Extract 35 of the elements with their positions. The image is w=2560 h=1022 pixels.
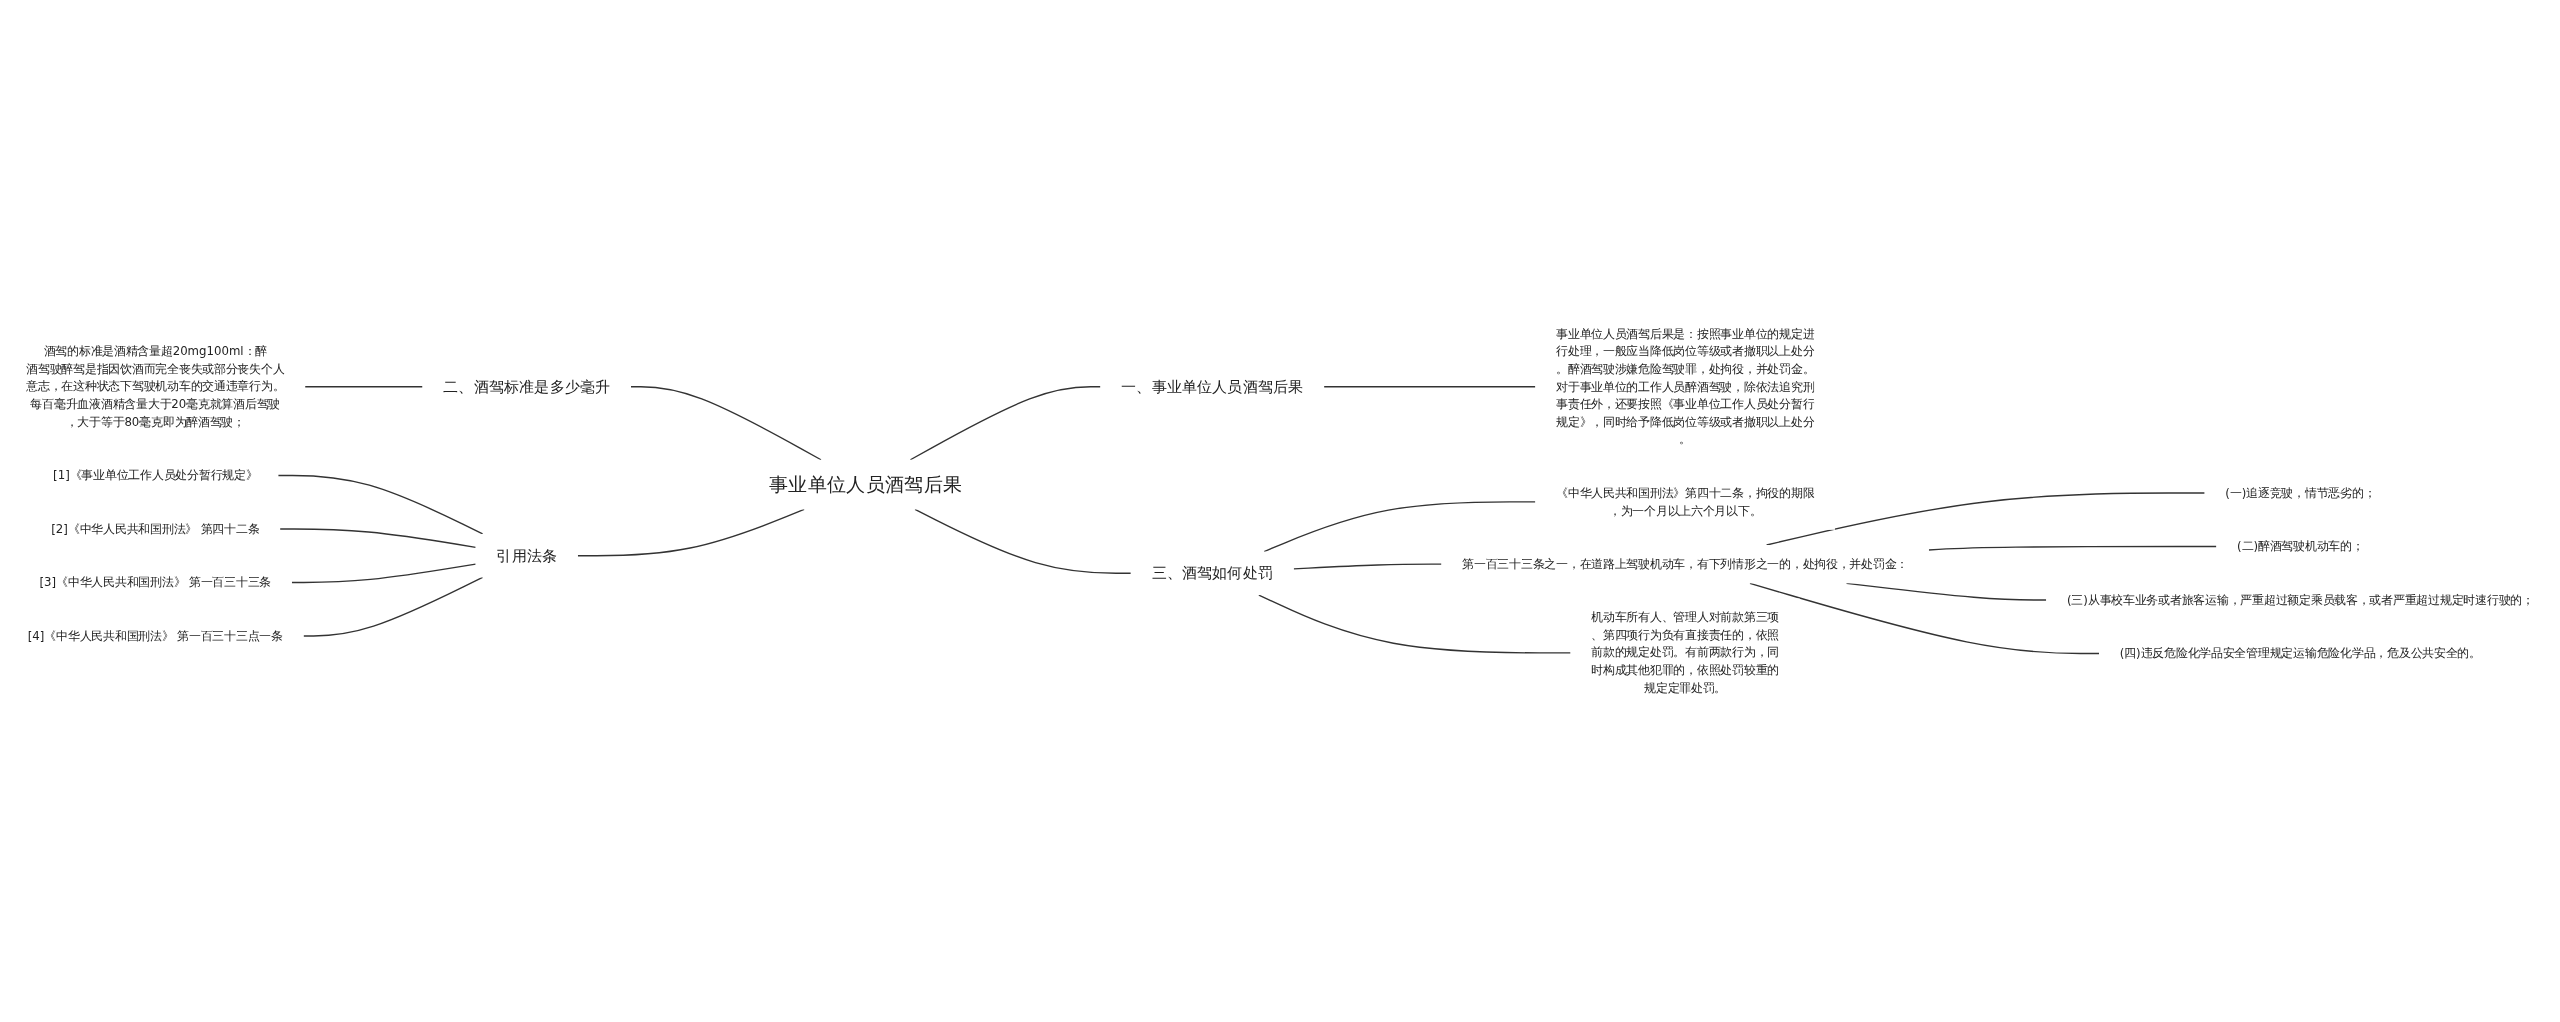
node-text: (一)追逐竞驶，情节恶劣的；	[2225, 485, 2376, 500]
node-text: [3]《中华人民共和国刑法》 第一百三十三条	[39, 575, 272, 589]
node-text: 第一百三十三条之一，在道路上驾驶机动车，有下列情形之一的，处拘役，并处罚金：	[1462, 556, 1909, 571]
connector	[1749, 582, 2100, 655]
node-text: 机动车所有人、管理人对前款第三项、第四项行为负有直接责任的，依照前款的规定处罚。有前两款行为，同时构成其他犯罪的，依照处罚较重的规定定罪处罚。	[1591, 610, 1780, 695]
node-text: 引用法条	[496, 547, 558, 565]
node-text: (三)从事校车业务或者旅客运输，严重超过额定乘员载客，或者严重超过规定时速行驶的；	[2066, 592, 2534, 607]
connector	[304, 386, 424, 388]
connector	[277, 474, 484, 535]
node-text: 二、酒驾标准是多少毫升	[443, 378, 611, 396]
connector	[909, 386, 1102, 461]
node-text: 三、酒驾如何处罚	[1151, 564, 1273, 582]
connector	[1845, 582, 2047, 601]
connector	[1323, 386, 1537, 388]
connector	[1263, 501, 1537, 553]
connector	[302, 576, 484, 637]
node-text: (二)醉酒驾驶机动车的；	[2237, 539, 2364, 553]
node-text: [4]《中华人民共和国刑法》 第一百三十三点一条	[27, 628, 283, 643]
connector	[1293, 563, 1443, 570]
node-text: (四)违反危险化学品安全管理规定运输危险化学品，危及公共安全的。	[2119, 646, 2481, 660]
connector	[291, 563, 477, 584]
node-text: 酒驾的标准是酒精含量超20mg100ml：醉酒驾驶醉驾是指因饮酒而完全丧失或部分丧失个人意志，在这种状态下驾驶机动车的交通违章行为。每百毫升血液酒精含量大于20毫克就算酒后驾驶，大于等于80毫克即为醉酒驾驶；	[26, 344, 285, 429]
node-text: 事业单位人员酒驾后果	[769, 472, 963, 496]
connector	[279, 528, 477, 548]
connector	[1928, 545, 2218, 551]
connector	[1258, 594, 1572, 654]
connector	[1765, 492, 2206, 546]
node-text: 一、事业单位人员酒驾后果	[1121, 378, 1304, 396]
node-text: 《中华人民共和国刑法》第四十二条，拘役的期限，为一个月以上六个月以下。	[1556, 485, 1815, 518]
connector	[630, 386, 822, 461]
node-text: 事业单位人员酒驾后果是：按照事业单位的规定进行处理，一般应当降低岗位等级或者撤职以上处分。醉酒驾驶涉嫌危险驾驶罪，处拘役，并处罚金。对于事业单位的工作人员醉酒驾驶，除依法追究刑事责任外，还要按照《事业单位工作人员处分暂行规定》，同时给予降低岗位等级或者撤职以上处分。	[1556, 326, 1815, 446]
node-text: [2]《中华人民共和国刑法》 第四十二条	[51, 521, 260, 536]
connector	[914, 508, 1132, 574]
connector	[577, 508, 805, 557]
node-text: [1]《事业单位工作人员处分暂行规定》	[53, 468, 258, 482]
